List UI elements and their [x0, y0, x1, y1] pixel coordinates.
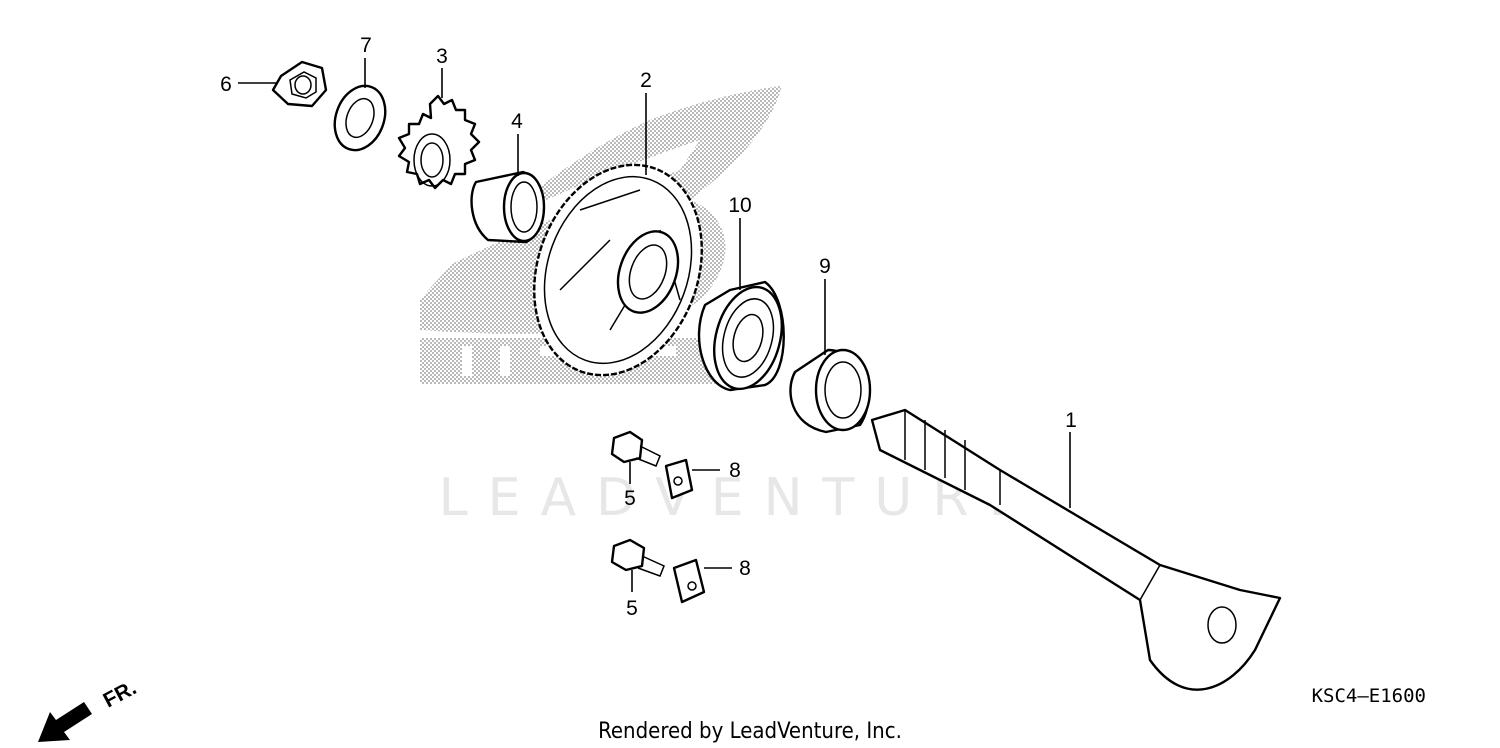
callout-5-upper[interactable]: 5 [624, 487, 636, 510]
bolt-part-5-upper[interactable] [610, 430, 661, 467]
front-direction-arrow-icon [38, 702, 92, 742]
callout-3[interactable]: 3 [436, 45, 448, 68]
plate-part-8-upper[interactable] [664, 458, 694, 500]
direction-label: FR. [100, 676, 141, 712]
callout-6[interactable]: 6 [220, 73, 232, 96]
callout-8-upper[interactable]: 8 [729, 459, 741, 482]
callout-1[interactable]: 1 [1065, 409, 1077, 432]
callout-9[interactable]: 9 [819, 255, 831, 278]
callout-2[interactable]: 2 [640, 69, 652, 92]
footer-credit: Rendered by LeadVenture, Inc. [598, 719, 902, 744]
plate-part-8-lower[interactable] [672, 558, 706, 604]
washer-part-7[interactable] [326, 79, 394, 157]
callout-7[interactable]: 7 [360, 34, 372, 57]
bolt-part-5-lower[interactable] [610, 538, 665, 577]
diagram-code: KSC4—E1600 [1312, 685, 1426, 707]
callout-4[interactable]: 4 [511, 110, 523, 133]
callout-8-lower[interactable]: 8 [739, 557, 751, 580]
small-gear-part-3[interactable] [397, 94, 481, 190]
callout-5-lower[interactable]: 5 [626, 597, 638, 620]
leader-lines [238, 58, 1071, 592]
hex-nut-part-6[interactable] [271, 60, 328, 108]
bushing-part-4[interactable] [470, 170, 546, 244]
ball-bearing-part-10[interactable] [697, 279, 792, 396]
watermark: LEADVENTURE [439, 468, 1042, 528]
needle-bearing-part-9[interactable] [789, 348, 872, 434]
shaft-part-1[interactable] [870, 408, 1282, 691]
large-gear-part-2[interactable] [506, 141, 730, 399]
callout-10[interactable]: 10 [728, 194, 751, 217]
